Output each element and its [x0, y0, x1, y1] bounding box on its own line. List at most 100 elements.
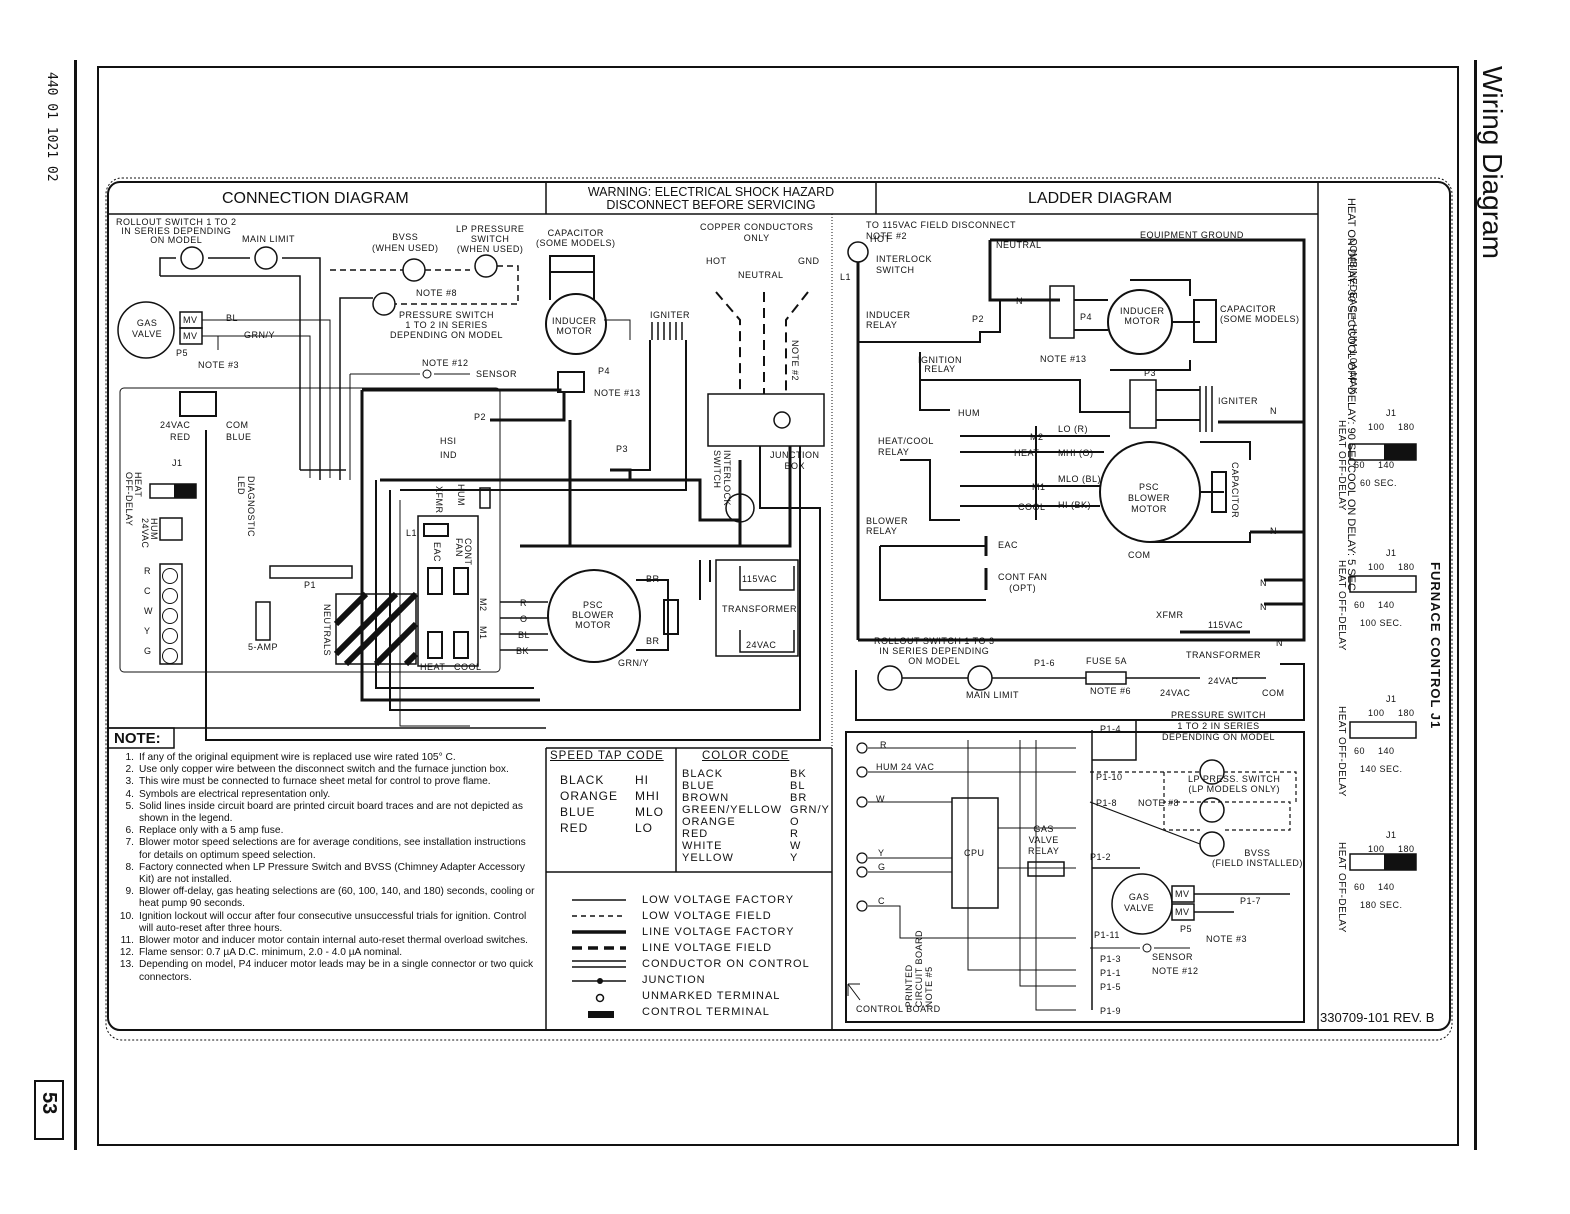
ladder-p3-label: P3 — [1144, 368, 1157, 378]
connection-diagram-title: CONNECTION DIAGRAM — [222, 190, 409, 207]
note-number: 3. — [125, 776, 135, 788]
legend-label: LINE VOLTAGE FIELD — [642, 942, 773, 954]
thermostat-terminal-r: R — [144, 566, 151, 576]
fuse-label: FUSE 5A — [1086, 656, 1128, 666]
gnd-label: GND — [798, 256, 820, 266]
thermostat-terminal-g: G — [144, 646, 152, 656]
jumper-setting: 180 SEC. — [1360, 900, 1403, 910]
ladder-sensor-label: SENSOR — [1152, 952, 1194, 962]
note-text: Depending on model, P4 inducer motor lea… — [139, 959, 534, 983]
note-item: 7.Blower motor speed selections are for … — [116, 837, 536, 861]
warning-line-2: DISCONNECT BEFORE SERVICING — [606, 198, 816, 212]
note-item: 13. Depending on model, P4 inducer motor … — [116, 959, 536, 983]
ladder-p4-label: P4 — [1080, 312, 1093, 322]
hot-label: HOT — [706, 256, 727, 266]
cont-fan-label: CONT FAN — [454, 538, 473, 566]
jumper-side-label: HEAT OFF-DELAY — [1336, 842, 1347, 933]
ladder-interlock-label: INTERLOCK SWITCH — [876, 254, 933, 275]
section-title: Wiring Diagram — [1477, 66, 1508, 259]
ladder-main-limit-label: MAIN LIMIT — [966, 690, 1020, 700]
ladder-p5-label: P5 — [1180, 924, 1193, 934]
speed-tap-speed: MHI — [634, 789, 660, 803]
gas-valve-relay-label: GAS VALVE RELAY — [1028, 824, 1060, 856]
ladder-cool-label: COOL — [1018, 502, 1046, 512]
ladder-igniter-label: IGNITER — [1218, 396, 1259, 406]
note-item: 11.Blower motor and inducer motor contai… — [116, 935, 536, 947]
note-2-label: NOTE #2 — [790, 340, 800, 382]
cool-label: COOL — [454, 662, 482, 672]
right-rule — [1474, 60, 1477, 1150]
ladder-eac-label: EAC — [998, 540, 1019, 550]
note-3-label: NOTE #3 — [198, 360, 240, 370]
rollout-switch-label: ROLLOUT SWITCH 1 TO 2 IN SERIES DEPENDIN… — [116, 217, 237, 245]
br-label-2: BR — [646, 636, 660, 646]
ladder-m1-label: M1 — [1032, 482, 1046, 492]
color-name: ORANGE — [682, 816, 736, 828]
note-item: 1.If any of the original equipment wire … — [116, 752, 536, 764]
ladder-r-label: R — [880, 740, 887, 750]
note-number: 1. — [125, 752, 135, 763]
ladder-p2-label: P2 — [972, 314, 985, 324]
terminal-screw-icon — [162, 568, 178, 584]
jumper-value-100: 100 — [1368, 562, 1385, 572]
amp5-label: 5-AMP — [248, 642, 279, 652]
hi-label: HI (BK) — [1058, 500, 1092, 510]
note-item: 8.Factory connected when LP Pressure Swi… — [116, 862, 536, 886]
ladder-inducer-motor-label: INDUCER MOTOR — [1120, 306, 1165, 326]
note-8-label: NOTE #8 — [416, 288, 458, 298]
heat-cool-relay-label: HEAT/COOL RELAY — [878, 436, 934, 457]
terminal-screw-icon — [162, 608, 178, 624]
note-text: Ignition lockout will occur after four c… — [139, 910, 527, 934]
legend-junction: JUNCTION — [642, 972, 810, 988]
color-name: WHITE — [682, 840, 723, 852]
page-number: 53 — [34, 1080, 64, 1140]
p1-3-label: P1-3 — [1100, 954, 1122, 964]
thermostat-terminal-y: Y — [144, 626, 151, 636]
heat-on-delay: HEAT ON DELAY: 30 SEC — [1345, 198, 1357, 328]
legend-label: LOW VOLTAGE FACTORY — [642, 894, 795, 906]
ladder-note-8-label: NOTE #8 — [1138, 798, 1180, 808]
m2-label: M2 — [478, 598, 488, 612]
ladder-note-3-label: NOTE #3 — [1206, 934, 1248, 944]
ladder-24vac-label-2: 24VAC — [1208, 676, 1239, 686]
legend-thick-solid: LINE VOLTAGE FACTORY — [642, 924, 810, 940]
ladder-com2-label: COM — [1262, 688, 1285, 698]
cool-on-delay: COOL ON DELAY: 5 SEC — [1345, 465, 1357, 592]
n-label-4: N — [1260, 578, 1267, 588]
note-number: 8. — [125, 861, 135, 873]
wire-r: R — [520, 598, 527, 608]
color-abbrev: BL — [790, 780, 806, 792]
notes-title: NOTE: — [114, 730, 161, 747]
note-text: Use only copper wire between the disconn… — [139, 764, 509, 776]
p1-11-label: P1-11 — [1094, 930, 1120, 940]
jumper-setting: 140 SEC. — [1360, 764, 1403, 774]
jumper-value-140: 140 — [1378, 746, 1395, 756]
thermostat-terminal-c: C — [144, 586, 151, 596]
ladder-hot-label: HOT — [870, 234, 891, 244]
note-text: Symbols are electrical representation on… — [139, 788, 331, 800]
interlock-switch-label: INTERLOCK SWITCH — [712, 450, 732, 507]
note-number: 13. — [119, 959, 134, 971]
legend-thin-dash: LOW VOLTAGE FIELD — [642, 908, 810, 924]
color-name: YELLOW — [682, 852, 734, 864]
control-board-label: CONTROL BOARD — [856, 1004, 941, 1014]
p3-label: P3 — [616, 444, 629, 454]
ladder-y-label: Y — [878, 848, 885, 858]
lp-press-switch-label: LP PRESS. SWITCH (LP MODELS ONLY) — [1188, 774, 1281, 794]
note-text: Blower motor and inducer motor contain i… — [139, 935, 529, 947]
m1-label: M1 — [478, 626, 488, 640]
jumper-value-140: 140 — [1378, 600, 1395, 610]
ladder-xfmr-label: XFMR — [1156, 610, 1184, 620]
junction-box-label: JUNCTION BOX — [770, 450, 820, 471]
legend-thin-solid: LOW VOLTAGE FACTORY — [642, 892, 810, 908]
ladder-vac115-label: 115VAC — [1208, 620, 1244, 630]
ladder-cont-fan-label: CONT FAN (OPT) — [998, 572, 1048, 593]
legend-label: LINE VOLTAGE FACTORY — [642, 926, 795, 938]
eac-max: EAC + HUM 1.0A MAX — [1347, 291, 1358, 394]
